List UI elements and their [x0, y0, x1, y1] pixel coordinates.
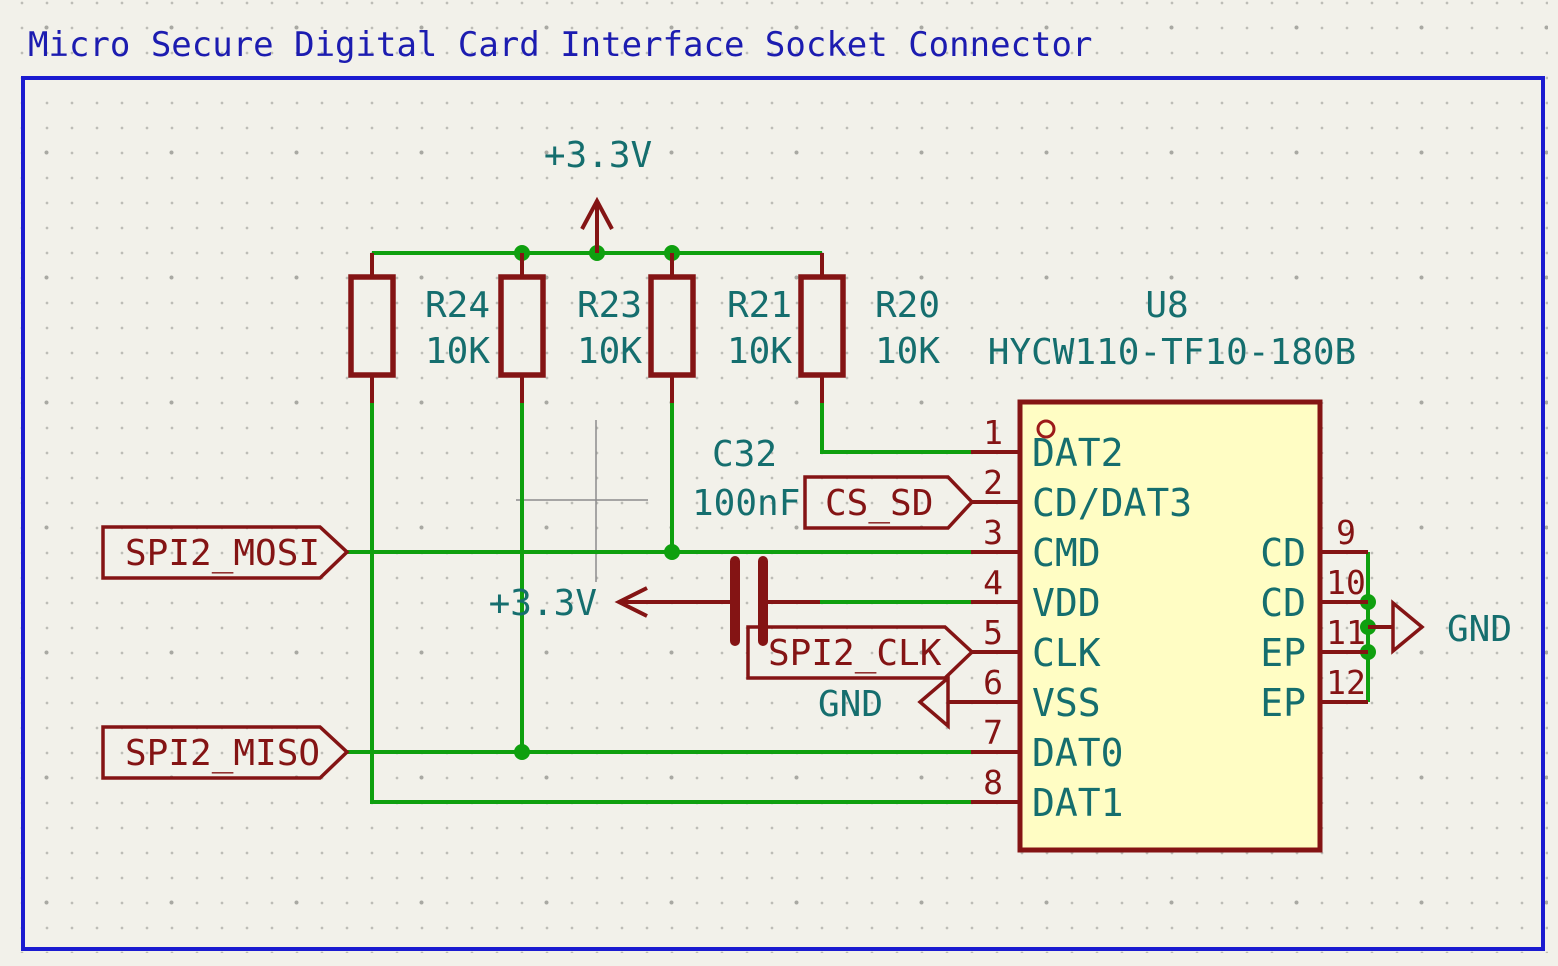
u8-pin-8-name: DAT1: [1032, 781, 1124, 825]
sheet-border: [21, 76, 1545, 951]
u8-pin-6-name: VSS: [1032, 681, 1101, 725]
junctions: [514, 245, 1376, 760]
u8-pin-5-number: 5: [983, 613, 1003, 652]
u8-pin-9-number: 9: [1336, 513, 1356, 552]
wires: [347, 251, 1370, 804]
r21-value[interactable]: 10K: [727, 331, 792, 372]
u8-pin-7-name: DAT0: [1032, 731, 1124, 775]
r24-ref[interactable]: R24: [425, 285, 490, 326]
r23-body: [498, 274, 546, 378]
u8-pin-6-number: 6: [983, 663, 1003, 702]
u8-pin-2-number: 2: [983, 463, 1003, 502]
u8-part-number[interactable]: HYCW110-TF10-180B: [988, 332, 1356, 373]
global-label-spi2-clk[interactable]: SPI2_CLK: [746, 625, 975, 680]
global-label-spi2-miso[interactable]: SPI2_MISO: [101, 725, 350, 780]
c32-ref[interactable]: C32: [712, 434, 777, 475]
r21-ref[interactable]: R21: [727, 285, 792, 326]
u8-pin-4-name: VDD: [1032, 581, 1101, 625]
junction-dat0[interactable]: [514, 744, 530, 760]
resistor-r24[interactable]: R24 10K: [348, 253, 490, 403]
vcc-top-label: +3.3V: [544, 135, 652, 176]
power-symbol-vcc-mid[interactable]: +3.3V: [489, 583, 730, 624]
capacitor-c32[interactable]: C32 100nF: [692, 434, 820, 646]
r24-body: [348, 274, 396, 378]
gnd-right-arrow-icon: [1391, 599, 1425, 655]
gnd-right-label: GND: [1447, 609, 1512, 650]
spi2-miso-shape: [101, 725, 350, 780]
u8-pin-3-number: 3: [983, 513, 1003, 552]
r23-value[interactable]: 10K: [577, 331, 642, 372]
u8-ref[interactable]: U8: [1145, 285, 1188, 326]
u8-pin-7-number: 7: [983, 713, 1003, 752]
u8-pin-2-name: CD/DAT3: [1032, 481, 1192, 525]
u8-pin1-indicator-icon: [1036, 419, 1056, 439]
u8-pin-12-name: EP: [1260, 681, 1306, 725]
r20-value[interactable]: 10K: [875, 331, 940, 372]
u8-body: [1017, 399, 1323, 853]
spi2-mosi-shape: [101, 525, 350, 580]
u8-pin-5-name: CLK: [1032, 631, 1101, 675]
r24-value[interactable]: 10K: [425, 331, 490, 372]
u8-pin-3-name: CMD: [1032, 531, 1101, 575]
u8-pin-9-name: CD: [1260, 531, 1306, 575]
c32-plate-right: [758, 556, 768, 646]
u8-pin-10-number: 10: [1326, 563, 1366, 602]
r20-ref[interactable]: R20: [875, 285, 940, 326]
resistor-r20[interactable]: R20 10K: [798, 253, 940, 403]
r20-body: [798, 274, 846, 378]
spi2-clk-shape: [746, 625, 975, 680]
u8-pin-1-number: 1: [983, 413, 1003, 452]
vcc-mid-arrow-icon: [614, 586, 648, 618]
r21-body: [648, 274, 696, 378]
u8-pin-12-number: 12: [1326, 663, 1366, 702]
junction-cmd[interactable]: [664, 544, 680, 560]
resistor-r21[interactable]: R21 10K: [648, 253, 792, 403]
u8-pin-1-name: DAT2: [1032, 431, 1124, 475]
power-symbol-vcc-top[interactable]: +3.3V: [544, 135, 652, 253]
cs-sd-text: CS_SD: [825, 483, 933, 524]
u8-pin-10-name: CD: [1260, 581, 1306, 625]
power-symbol-gnd-left[interactable]: GND: [818, 674, 972, 730]
resistor-r23[interactable]: R23 10K: [498, 253, 642, 403]
sheet-title[interactable]: Micro Secure Digital Card Interface Sock…: [28, 25, 1092, 65]
u8-pin-8-number: 8: [983, 763, 1003, 802]
global-label-cs-sd[interactable]: CS_SD: [803, 475, 975, 530]
ic-u8[interactable]: U8 HYCW110-TF10-180B 1 DAT2 2 CD/DAT3 3 …: [971, 285, 1368, 853]
c32-value[interactable]: 100nF: [692, 483, 800, 524]
c32-plate-left: [730, 556, 740, 646]
gnd-left-arrow-icon: [917, 674, 950, 730]
vcc-mid-label: +3.3V: [489, 583, 597, 624]
global-label-spi2-mosi[interactable]: SPI2_MOSI: [101, 525, 350, 580]
wire-r20-to-dat2[interactable]: [820, 403, 971, 454]
vcc-top-arrow-icon: [580, 196, 614, 230]
spi2-clk-text: SPI2_CLK: [768, 633, 942, 674]
gnd-left-label: GND: [818, 684, 883, 725]
u8-pin-11-number: 11: [1326, 613, 1366, 652]
power-symbol-gnd-right[interactable]: GND: [1368, 599, 1512, 655]
spi2-mosi-text: SPI2_MOSI: [125, 533, 320, 574]
editor-crosshair: [516, 420, 648, 582]
u8-pin-11-name: EP: [1260, 631, 1306, 675]
r23-ref[interactable]: R23: [577, 285, 642, 326]
wire-r24-to-dat1[interactable]: [370, 403, 971, 804]
cs-sd-shape: [803, 475, 975, 530]
u8-pin-4-number: 4: [983, 563, 1003, 602]
spi2-miso-text: SPI2_MISO: [125, 733, 320, 774]
